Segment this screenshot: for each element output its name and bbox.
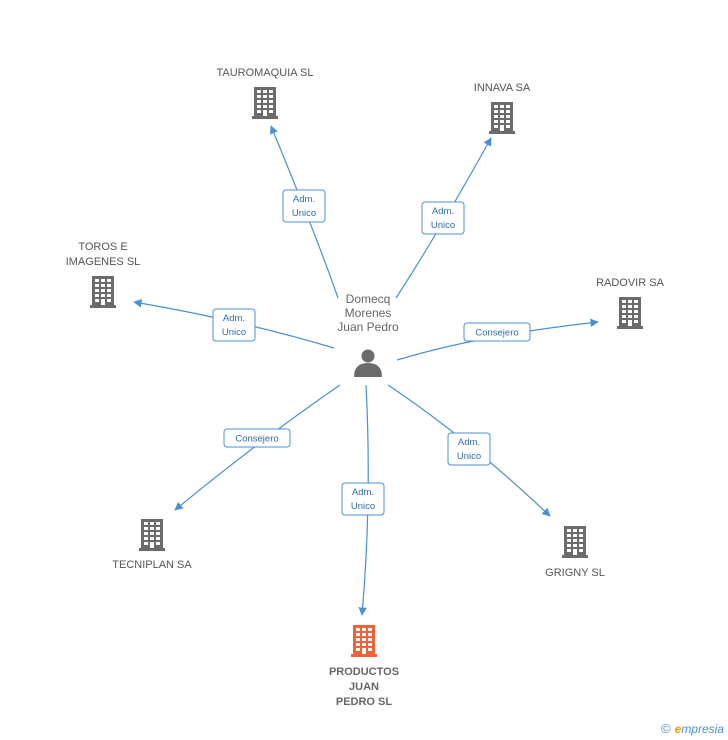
building-icon (90, 276, 116, 308)
company-node-tauromaquia[interactable]: TAUROMAQUIA SL (217, 67, 314, 119)
company-label-line: GRIGNY SL (545, 567, 605, 579)
role-badge-box (341, 482, 385, 516)
role-badge-tecniplan[interactable]: Consejero (223, 428, 291, 448)
role-label-line: Adm. (293, 194, 315, 205)
role-badge-grigny[interactable]: Adm. Unico (447, 432, 491, 466)
company-label-line: TECNIPLAN SA (112, 559, 192, 571)
role-label-line: Consejero (475, 328, 518, 339)
role-badge-innava[interactable]: Adm. Unico (421, 201, 465, 235)
role-badge-tauromaquia[interactable]: Adm. Unico (282, 189, 326, 223)
company-label-line: RADOVIR SA (596, 277, 665, 289)
role-badge-productos[interactable]: Adm. Unico (341, 482, 385, 516)
role-badge-box (282, 189, 326, 223)
role-label-line: Adm. (352, 487, 374, 498)
role-label-line: Consejero (235, 434, 278, 445)
brand-logo-initial: e (674, 722, 682, 736)
brand-logo-text: mpresia (681, 722, 724, 736)
person-label-line: Juan Pedro (337, 320, 399, 334)
role-badge-toros[interactable]: Adm. Unico (212, 308, 256, 342)
role-label-line: Adm. (223, 313, 245, 324)
company-node-grigny[interactable]: GRIGNY SL (545, 526, 605, 579)
role-label-line: Unico (292, 208, 316, 219)
role-label-line: Unico (351, 501, 375, 512)
person-label-line: Domecq (346, 292, 391, 306)
role-label-line: Unico (431, 220, 455, 231)
role-label-line: Adm. (432, 206, 454, 217)
role-label-line: Adm. (458, 437, 480, 448)
role-label-line: Unico (222, 327, 246, 338)
building-icon (139, 519, 165, 551)
copyright-symbol: © (661, 721, 671, 736)
role-label-line: Unico (457, 451, 481, 462)
company-label-line: TOROS E (78, 241, 127, 253)
role-badge-box (223, 428, 291, 448)
company-label-line: PRODUCTOS (329, 666, 399, 678)
company-node-radovir[interactable]: RADOVIR SA (596, 277, 665, 329)
company-label-line: PEDRO SL (336, 696, 393, 708)
company-label-line: IMAGENES SL (66, 256, 141, 268)
building-icon (617, 297, 643, 329)
role-badge-box (463, 322, 531, 342)
company-node-toros[interactable]: TOROS E IMAGENES SL (66, 241, 141, 308)
role-badge-box (421, 201, 465, 235)
person-label-line: Morenes (345, 306, 392, 320)
company-node-productos[interactable]: PRODUCTOS JUAN PEDRO SL (329, 625, 399, 708)
person-icon (354, 349, 382, 377)
building-icon (351, 625, 377, 657)
building-icon (562, 526, 588, 558)
building-icon (252, 87, 278, 119)
relation-arrow-tauromaquia (269, 125, 339, 299)
role-badge-box (447, 432, 491, 466)
role-badge-box (212, 308, 256, 342)
company-label-line: INNAVA SA (474, 82, 531, 94)
building-icon (489, 102, 515, 134)
company-label-line: TAUROMAQUIA SL (217, 67, 314, 79)
company-node-innava[interactable]: INNAVA SA (474, 82, 531, 134)
company-node-tecniplan[interactable]: TECNIPLAN SA (112, 519, 192, 571)
company-label-line: JUAN (349, 681, 379, 693)
footer-credit: ©empresia (661, 721, 724, 736)
role-badge-radovir[interactable]: Consejero (463, 322, 531, 342)
